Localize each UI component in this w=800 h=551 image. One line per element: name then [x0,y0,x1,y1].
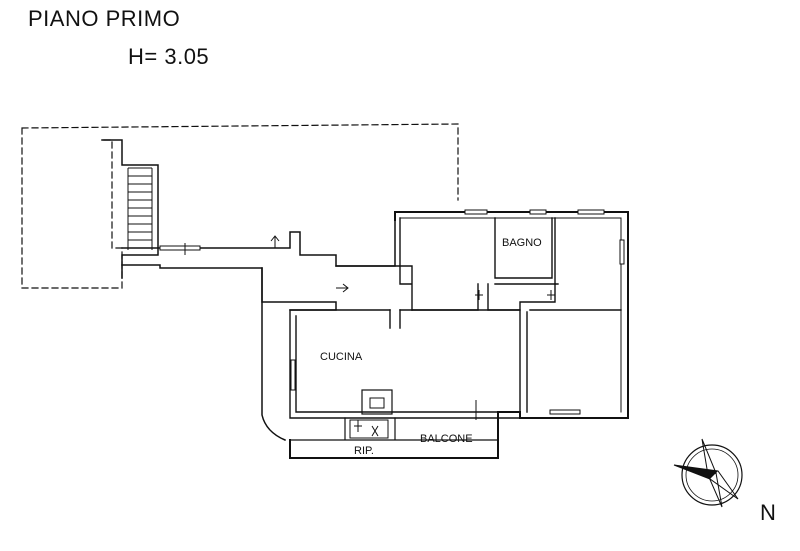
compass-icon [673,438,743,508]
corridor-wall-bottom [121,264,337,311]
door-arrows [184,235,555,437]
staircase [127,167,153,250]
balcony-outline [289,417,499,459]
room-label-balcony: BALCONE [420,433,473,445]
hall-wall [335,217,413,329]
room-label-kitchen: CUCINA [320,351,363,363]
bathroom-wall [494,217,559,285]
chimney-inner [369,397,385,409]
courtyard-boundary [21,123,459,289]
room-label-bathroom: BAGNO [502,237,542,249]
room-label-storage: RIP. [354,445,374,457]
chimney-block [361,389,393,415]
stair-wall [101,139,159,279]
windows [159,209,625,415]
storage-closet [349,419,389,439]
corridor-wall-left [261,267,286,441]
north-label: N [760,500,776,525]
kitchen-wall [289,309,528,419]
apartment-outer-wall [289,211,629,459]
bedroom-wall [411,283,556,311]
east-room-wall [529,217,622,311]
corridor-wall-top [121,219,396,267]
ceiling-height: H= 3.05 [128,44,210,69]
floor-title: PIANO PRIMO [28,6,181,31]
apartment-inner-wall [399,217,622,413]
